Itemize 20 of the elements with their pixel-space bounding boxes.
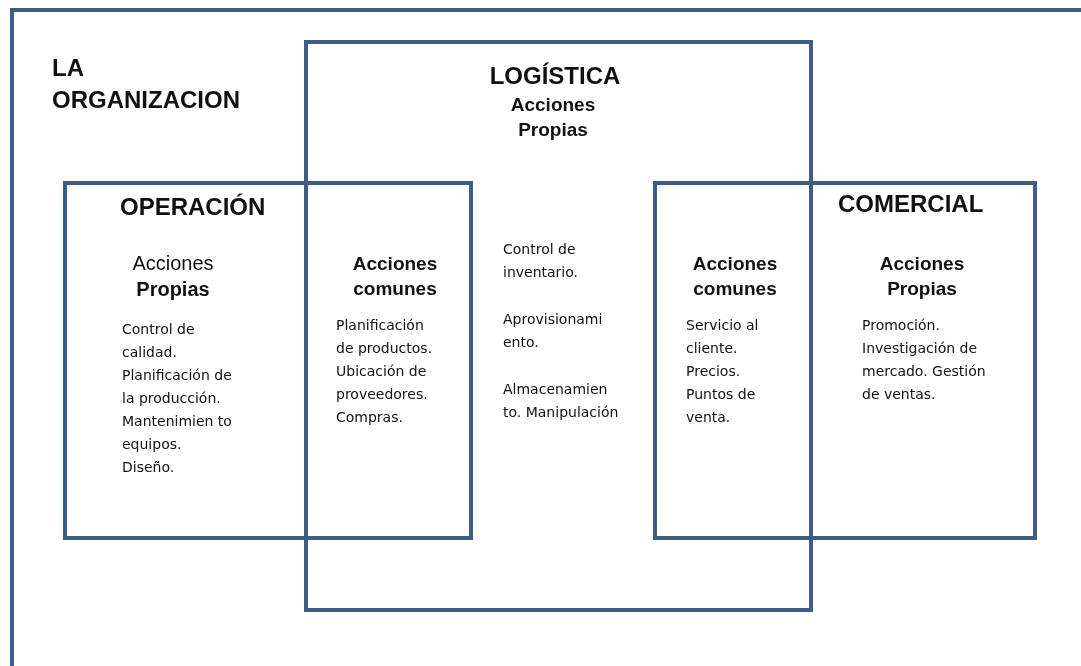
- item-text: Aprovisionami ento.: [503, 310, 604, 352]
- section-heading: Acciones Propias: [509, 93, 597, 142]
- item-text: Almacenamien to. Manipulación: [503, 380, 620, 422]
- item-text: Control de inventario.: [503, 240, 580, 282]
- area-box: [653, 181, 1037, 540]
- box-title: COMERCIAL: [838, 189, 985, 219]
- section-heading: Acciones comunes: [351, 252, 439, 301]
- item-list: Promoción. Investigación de mercado. Gestión de ventas.: [862, 314, 1000, 406]
- organization-frame: [10, 8, 1081, 666]
- item-list: Control de calidad. Planificación de la producción. Mantenimien to equipos. Diseño.: [122, 318, 234, 479]
- area-box: [63, 181, 473, 540]
- item-list: Planificación de productos. Ubicación de proveedores. Compras.: [336, 314, 444, 429]
- frame-label: LA ORGANIZACION: [52, 53, 241, 116]
- section-heading: Acciones comunes: [691, 252, 779, 301]
- area-box: [304, 40, 813, 612]
- box-title: LOGÍSTICA: [488, 61, 622, 91]
- section-heading: Acciones Propias: [131, 251, 215, 302]
- section-heading: Acciones Propias: [878, 252, 966, 301]
- box-title: OPERACIÓN: [120, 192, 267, 222]
- item-list: Servicio al cliente. Precios. Puntos de venta.: [686, 314, 786, 429]
